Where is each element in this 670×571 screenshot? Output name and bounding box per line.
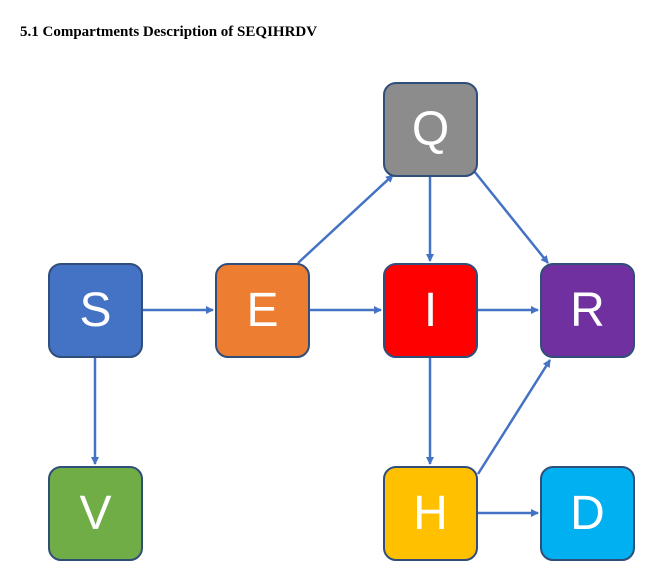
node-i-label: I [423,283,438,337]
section-heading: 5.1 Compartments Description of SEQIHRDV [20,24,318,40]
node-i: I [383,263,478,358]
edge-Q-R [473,170,549,264]
node-h-label: H [413,486,448,540]
node-q: Q [383,82,478,177]
node-v-label: V [79,486,112,540]
node-h: H [383,466,478,561]
node-s-label: S [79,283,112,337]
edge-E-Q [297,174,394,264]
node-d-label: D [570,486,605,540]
node-s: S [48,263,143,358]
node-r: R [540,263,635,358]
node-v: V [48,466,143,561]
edge-H-R [476,359,552,475]
node-d: D [540,466,635,561]
node-r-label: R [570,283,605,337]
node-e-label: E [246,283,279,337]
node-e: E [215,263,310,358]
node-q-label: Q [411,102,450,156]
